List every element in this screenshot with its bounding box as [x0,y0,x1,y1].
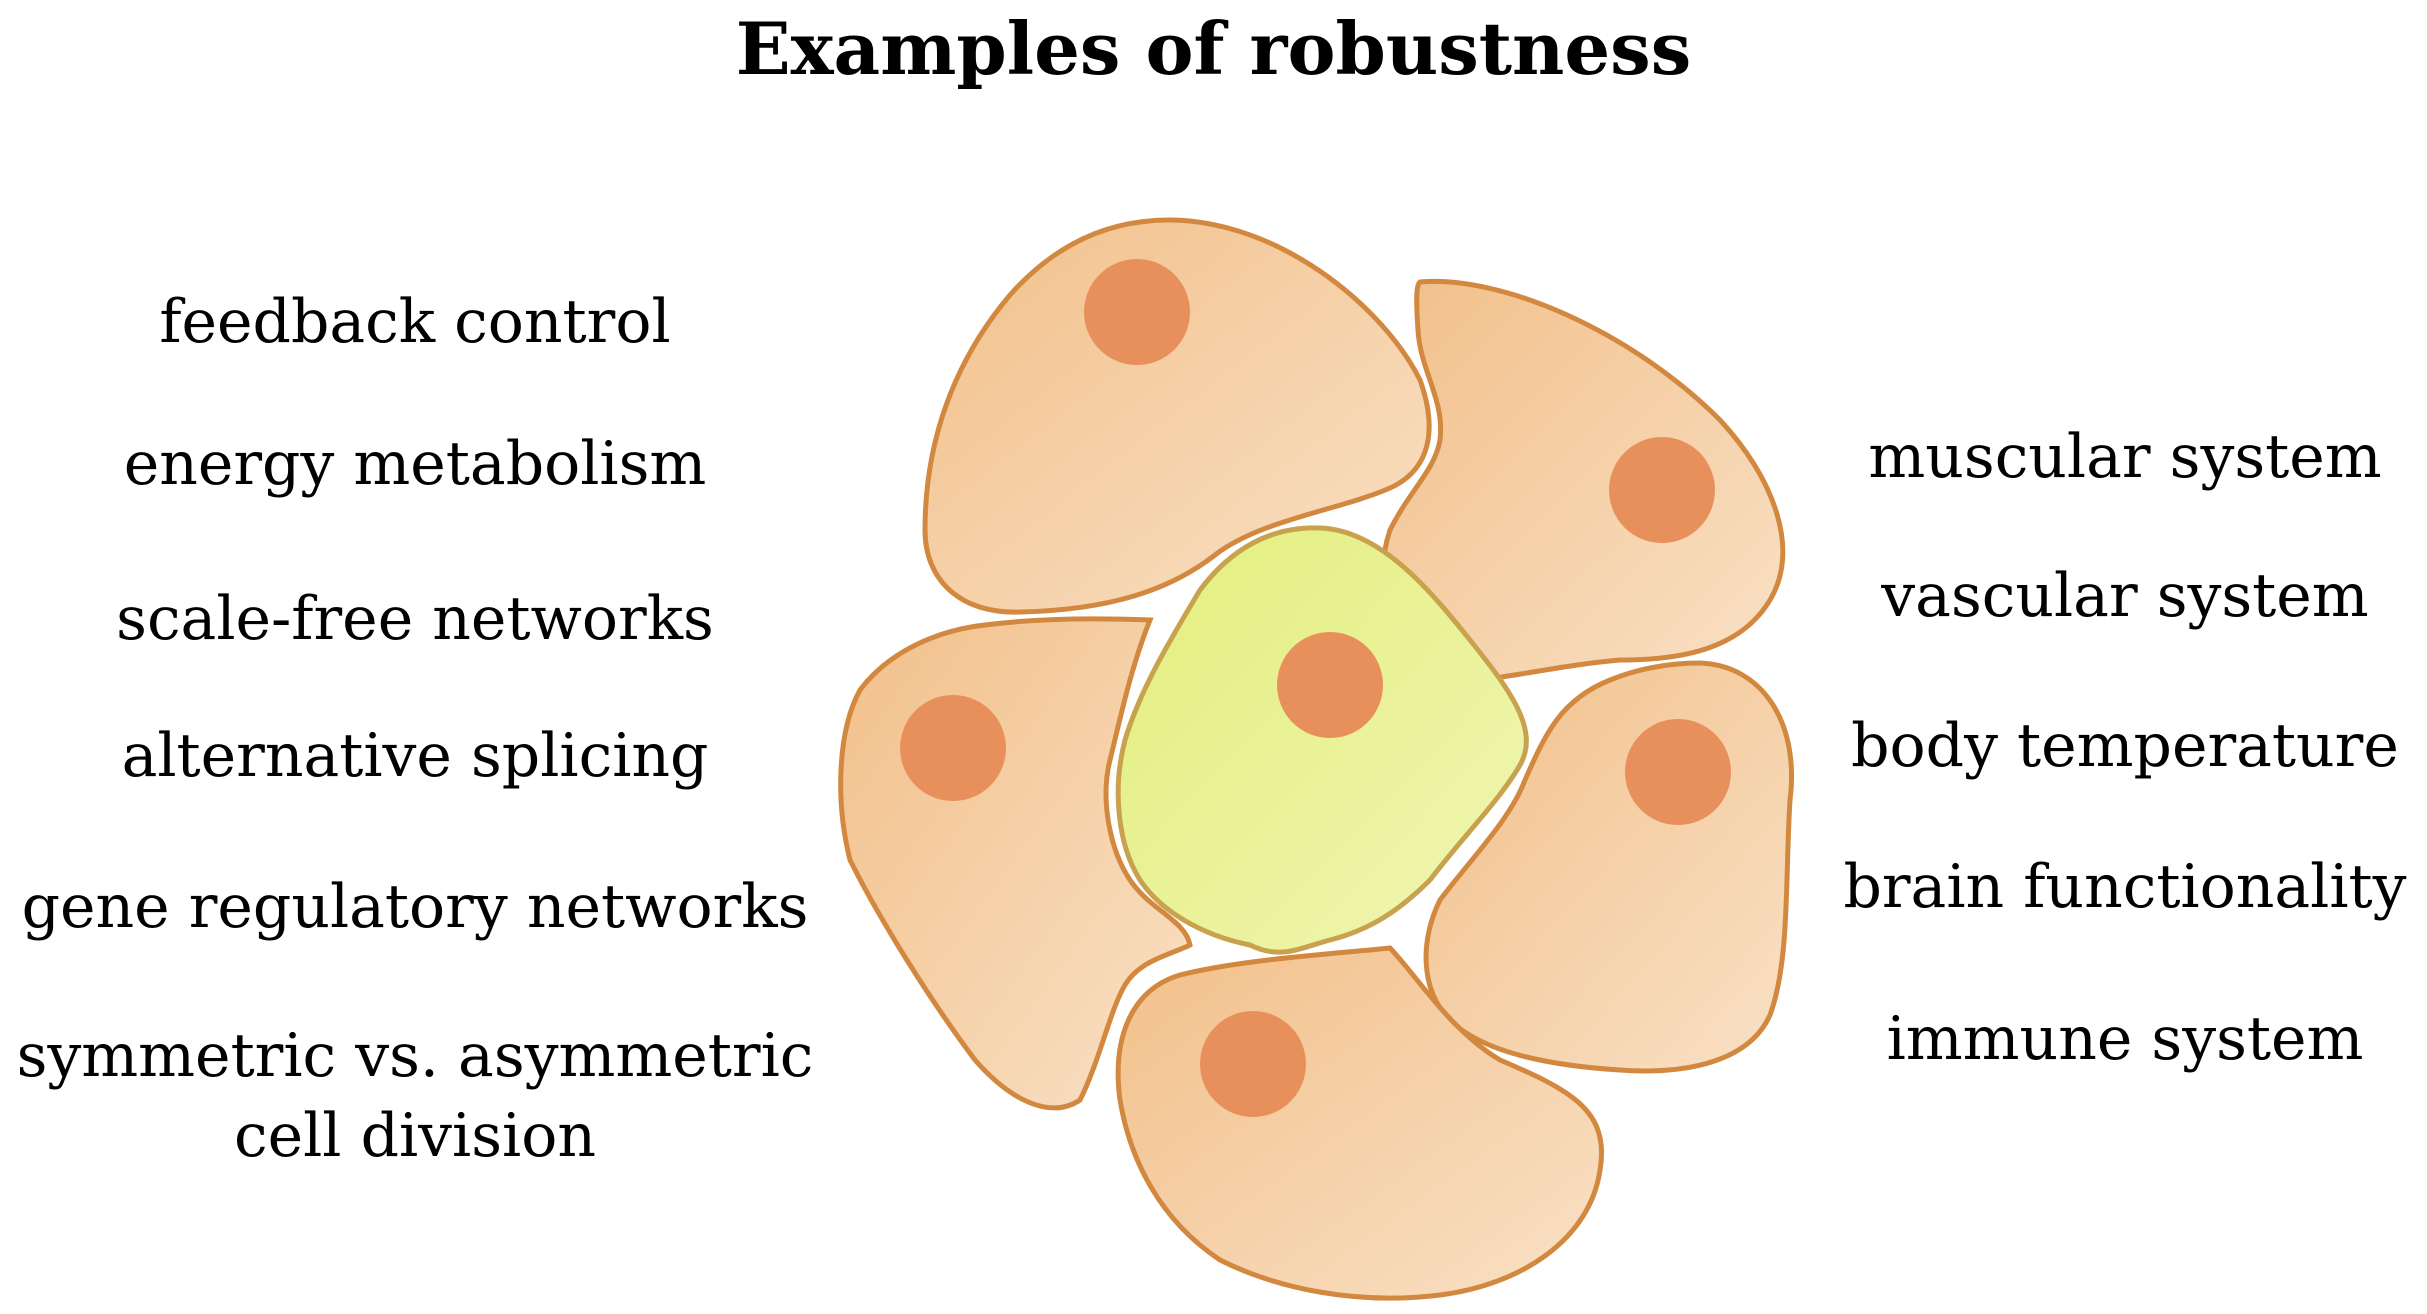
left-example-alternative-splicing: alternative splicing [121,721,709,791]
left-example-gene-regulatory-networks: gene regulatory networks [21,872,809,942]
cell-top [922,217,1432,615]
right-example-body-temperature: body temperature [1851,711,2399,781]
nucleus-center [1277,632,1383,738]
nucleus-top [1084,259,1190,365]
diagram-title: Examples of robustness [735,6,1692,91]
nucleus-bottom [1200,1011,1306,1117]
right-example-immune-system: immune system [1886,1004,2364,1074]
right-example-muscular-system: muscular system [1868,422,2382,492]
nucleus-left [900,695,1006,801]
right-example-brain-functionality: brain functionality [1843,852,2407,922]
nucleus-upper-right [1609,437,1715,543]
left-example-cell-division: cell division [234,1101,596,1171]
nucleus-right [1625,719,1731,825]
right-example-vascular-system: vascular system [1881,561,2369,631]
cell-center [1115,525,1529,955]
left-example-symmetric-vs-asymmetric: symmetric vs. asymmetric [16,1021,814,1091]
left-example-scale-free-networks: scale-free networks [116,584,714,654]
left-example-feedback-control: feedback control [159,287,671,357]
left-example-energy-metabolism: energy metabolism [123,429,707,499]
